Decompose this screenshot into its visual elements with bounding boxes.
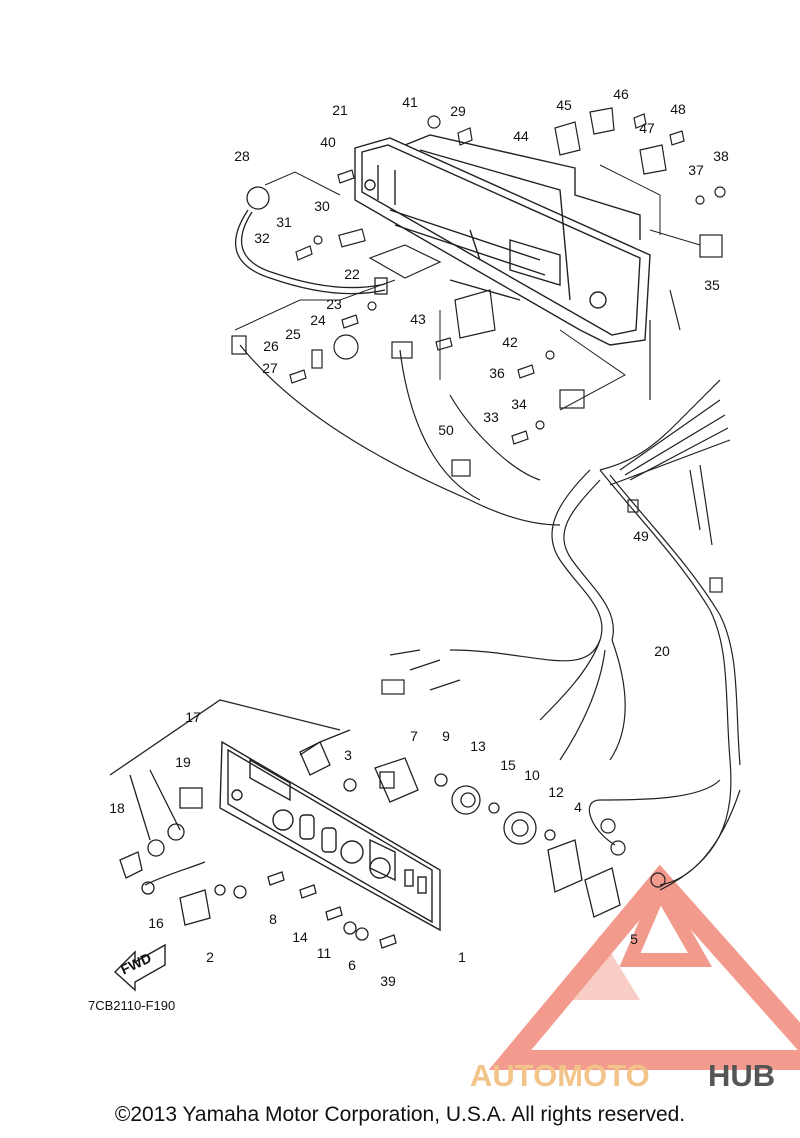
callout-43: 43	[410, 311, 426, 327]
callout-17: 17	[185, 709, 201, 725]
callout-27: 27	[262, 360, 278, 376]
watermark-logo	[488, 864, 800, 1070]
callout-38: 38	[713, 148, 729, 164]
callout-37: 37	[688, 162, 704, 178]
callout-23: 23	[326, 296, 342, 312]
callout-32: 32	[254, 230, 270, 246]
callout-4: 4	[574, 799, 582, 815]
callout-10: 10	[524, 767, 540, 783]
callout-47: 47	[639, 120, 655, 136]
callout-25: 25	[285, 326, 301, 342]
callout-40: 40	[320, 134, 336, 150]
callout-8: 8	[269, 911, 277, 927]
callout-19: 19	[175, 754, 191, 770]
callout-29: 29	[450, 103, 466, 119]
callout-7: 7	[410, 728, 418, 744]
callout-11: 11	[317, 945, 332, 961]
callout-48: 48	[670, 101, 686, 117]
callout-42: 42	[502, 334, 518, 350]
callout-39: 39	[380, 973, 396, 989]
callout-1: 1	[458, 949, 466, 965]
watermark-text-automoto: AUTOMOTO	[470, 1058, 650, 1093]
callout-30: 30	[314, 198, 330, 214]
top-right-connectors	[391, 107, 726, 513]
watermark-text-hub: HUB	[708, 1058, 775, 1093]
drawing-code: 7CB2110-F190	[88, 998, 175, 1013]
callout-26: 26	[263, 338, 279, 354]
callout-15: 15	[500, 757, 516, 773]
callout-21: 21	[332, 102, 348, 118]
callout-20: 20	[654, 643, 670, 659]
switch-panel	[219, 740, 441, 932]
fwd-arrow: FWD	[113, 943, 166, 992]
callout-35: 35	[704, 277, 720, 293]
callout-14: 14	[292, 929, 308, 945]
callout-44: 44	[513, 128, 529, 144]
callout-49: 49	[633, 528, 649, 544]
watermark-wordmark: AUTOMOTO HUB	[470, 1058, 775, 1093]
callout-13: 13	[470, 738, 486, 754]
callout-33: 33	[483, 409, 499, 425]
callout-5: 5	[630, 931, 638, 947]
console-frame	[354, 134, 651, 346]
callout-24: 24	[310, 312, 326, 328]
callout-9: 9	[442, 728, 450, 744]
callout-31: 31	[276, 214, 292, 230]
copyright-notice: ©2013 Yamaha Motor Corporation, U.S.A. A…	[114, 1103, 686, 1126]
callout-16: 16	[148, 915, 164, 931]
callout-2: 2	[206, 949, 214, 965]
callout-3: 3	[344, 747, 352, 763]
callout-18: 18	[109, 800, 125, 816]
callout-36: 36	[489, 365, 505, 381]
callout-46: 46	[613, 86, 629, 102]
callout-41: 41	[402, 94, 418, 110]
wire-harness	[239, 289, 741, 891]
key-switch-assembly	[235, 186, 388, 295]
label-plate	[338, 228, 442, 279]
small-hardware-top	[231, 115, 473, 384]
callout-50: 50	[438, 422, 454, 438]
callout-6: 6	[348, 957, 356, 973]
callout-labels: 1 2 3 4 5 6 7 8 9 10 11 12 13 14 15 16 1…	[109, 86, 729, 989]
callout-12: 12	[548, 784, 564, 800]
callout-45: 45	[556, 97, 572, 113]
alignment-lines	[234, 164, 701, 411]
lower-components	[109, 699, 621, 949]
callout-22: 22	[344, 266, 360, 282]
callout-28: 28	[234, 148, 250, 164]
callout-34: 34	[511, 396, 527, 412]
